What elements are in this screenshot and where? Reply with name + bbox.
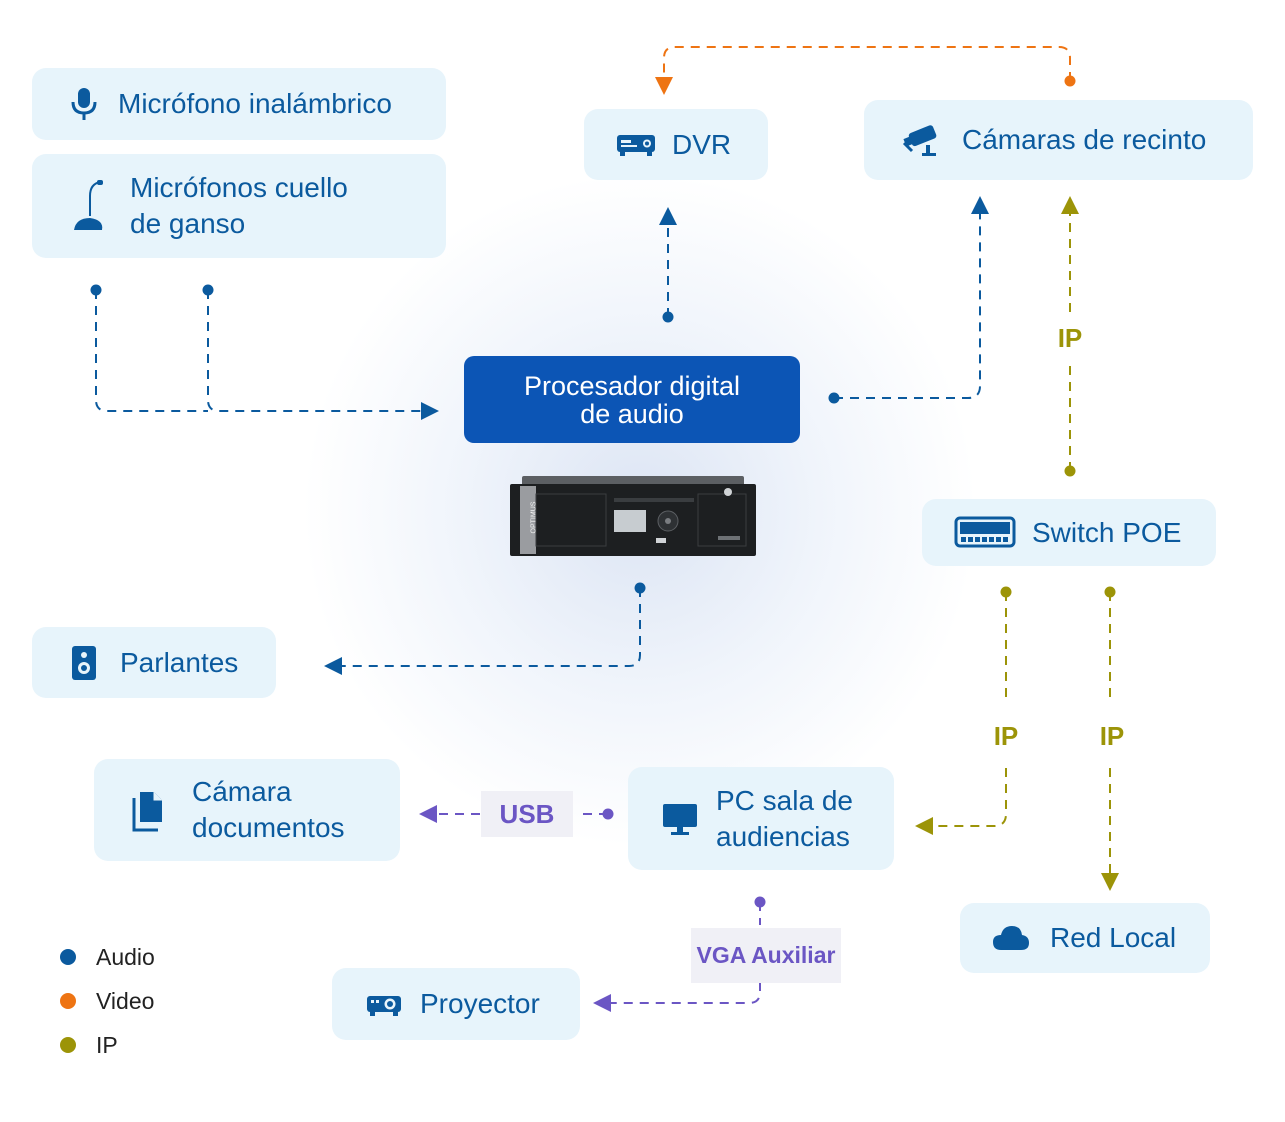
legend-dot-ip (60, 1037, 76, 1053)
microphone-icon (70, 87, 98, 121)
link-mic-gooseneck-processor (207, 290, 439, 420)
link-vga-projector (593, 982, 761, 1012)
link-mic-wireless-processor (95, 290, 208, 412)
legend-label: Video (96, 987, 155, 1014)
node-label-line-2: de ganso (130, 208, 246, 239)
speaker-icon (72, 645, 96, 680)
node-room-cameras: Cámaras de recinto (864, 100, 1253, 180)
node-wireless-microphone: Micrófono inalámbrico (32, 68, 446, 140)
device-brand-label: OPTIMUS (530, 501, 538, 534)
dvr-icon (616, 132, 656, 158)
ip-label-network: IP (1099, 720, 1125, 751)
audio-connections (95, 196, 989, 675)
ip-connections (915, 196, 1119, 891)
node-label-line-2: de audio (580, 398, 684, 429)
projector-icon (366, 991, 402, 1017)
audio-processor-device: OPTIMUS (508, 476, 758, 563)
node-courtroom-pc: PC sala de audiencias (628, 767, 894, 870)
node-projector: Proyector (332, 968, 580, 1040)
node-label-line-1: Micrófonos cuello (130, 172, 348, 203)
gooseneck-microphone-icon (72, 180, 106, 232)
node-dvr: DVR (584, 109, 768, 180)
legend-label: Audio (96, 943, 155, 970)
node-label-line-1: Procesador digital (523, 370, 741, 401)
legend-item-ip: IP (60, 1023, 155, 1067)
node-label: Cámaras de recinto (962, 124, 1207, 155)
monitor-icon (662, 802, 698, 836)
link-processor-cameras (834, 196, 989, 399)
audio-dots (90, 284, 840, 594)
vga-label: VGA Auxiliar (691, 928, 841, 983)
node-label: Switch POE (1032, 516, 1182, 548)
ip-dots (1000, 465, 1116, 598)
node-label: DVR (672, 128, 732, 160)
node-label: Red Local (1050, 922, 1177, 953)
node-label-line-1: Cámara (192, 776, 292, 807)
usb-label: USB (481, 791, 573, 837)
node-label: Proyector (420, 988, 540, 1019)
node-audio-processor: Procesador digital de audio (464, 356, 800, 443)
node-label-line-2: documentos (192, 812, 345, 843)
network-switch-icon (954, 516, 1016, 550)
node-gooseneck-microphones: Micrófonos cuello de ganso (32, 154, 446, 258)
node-label: Micrófono inalámbrico (118, 88, 392, 119)
ip-label-cameras: IP (1057, 322, 1083, 353)
video-dot (1064, 75, 1076, 87)
ip-label-pc: IP (993, 720, 1019, 751)
node-label-line-1: PC sala de (716, 784, 853, 816)
node-label-line-2: audiencias (716, 820, 850, 852)
legend-dot-audio (60, 949, 76, 965)
legend-item-video: Video (60, 979, 155, 1023)
node-local-network: Red Local (960, 903, 1210, 973)
node-document-camera: Cámara documentos (94, 759, 400, 861)
usb-vga-dots (602, 808, 766, 908)
link-cameras-dvr (655, 46, 1071, 95)
legend-dot-video (60, 993, 76, 1009)
link-processor-speakers (324, 588, 641, 675)
legend: Audio Video IP (60, 935, 155, 1067)
security-camera-icon (900, 123, 942, 157)
legend-item-audio: Audio (60, 935, 155, 979)
node-speakers: Parlantes (32, 627, 276, 698)
document-camera-icon (132, 788, 170, 832)
node-label: Parlantes (120, 646, 239, 678)
node-poe-switch: Switch POE (922, 499, 1216, 566)
legend-label: IP (96, 1031, 118, 1058)
link-switch-pc-lower (915, 768, 1007, 835)
cloud-icon (992, 925, 1030, 951)
